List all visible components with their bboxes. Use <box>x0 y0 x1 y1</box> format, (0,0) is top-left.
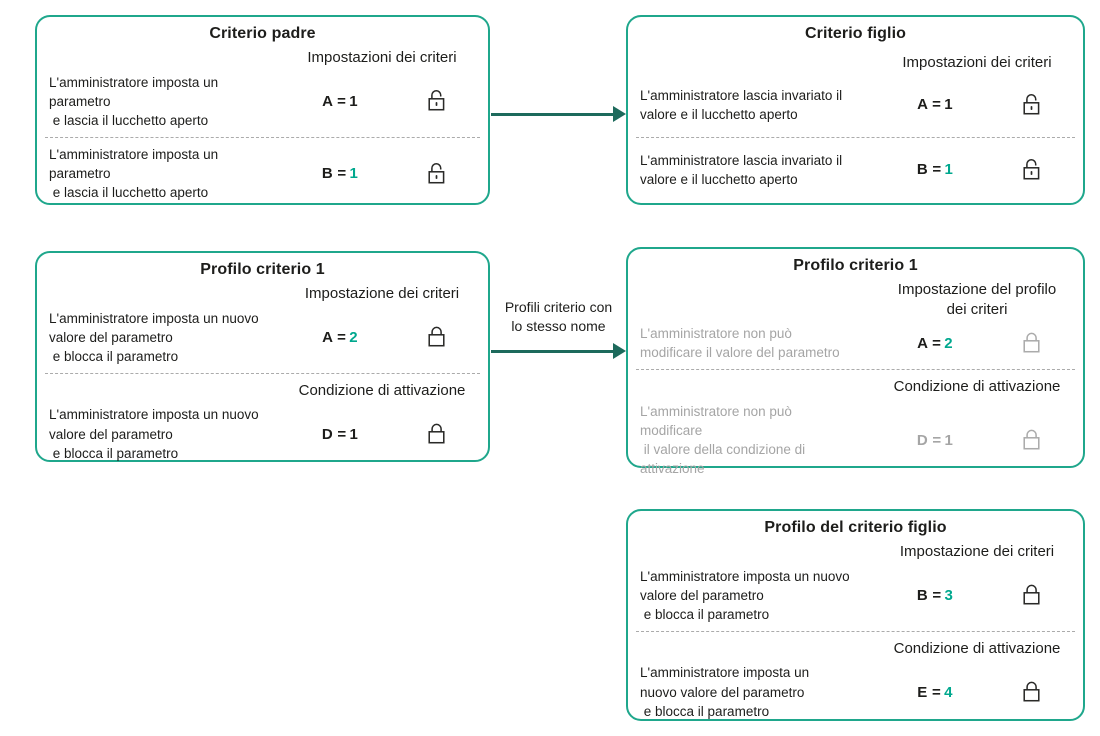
same-name-profiles-arrow <box>491 343 626 359</box>
parameter-number: 1 <box>349 92 358 110</box>
row-divider <box>45 372 480 374</box>
row-description: L'amministratore imposta un nuovo valore… <box>49 310 259 364</box>
child-policy-box: Criterio figlio Impostazioni dei criteri… <box>626 15 1085 205</box>
parameter-name: A = <box>322 92 347 110</box>
activation-condition-label: Condizione di attivazione <box>893 378 1061 396</box>
child-policy-profile-1-box: Profilo criterio 1 Impostazione del prof… <box>626 247 1085 476</box>
open-lock-icon <box>1020 92 1043 118</box>
child-policy-grid: Impostazioni dei criteri L'amministrator… <box>636 45 1075 198</box>
parameter-name: B = <box>916 586 942 604</box>
child-policy-profile-1-grid: Impostazione del profilo dei criteri L'a… <box>636 277 1075 481</box>
parent-policy-title: Criterio padre <box>209 25 316 42</box>
arrow-shaft <box>491 112 613 116</box>
row-divider <box>636 369 1075 371</box>
activation-condition-label: Condizione di attivazione <box>298 381 466 399</box>
parameter-number: 1 <box>349 425 359 443</box>
middle-arrow-label: Profili criterio con lo stesso nome <box>504 299 613 334</box>
parameter-name: B = <box>321 165 347 183</box>
parameter-value: D =1 <box>288 426 392 443</box>
row-description: L'amministratore non può modificare il v… <box>640 403 806 477</box>
arrow-head <box>613 106 626 122</box>
open-lock-icon <box>1020 157 1043 183</box>
policy-settings-label: Impostazioni dei criteri <box>307 49 457 66</box>
row-divider <box>45 136 480 138</box>
closed-lock-icon <box>1020 582 1043 608</box>
parameter-value: A =2 <box>288 329 392 346</box>
parameter-value: B =1 <box>883 161 987 178</box>
row-description: L'amministratore imposta un parametro e … <box>49 146 219 201</box>
parameter-number: 1 <box>944 431 954 449</box>
parameter-value: A =2 <box>883 335 987 352</box>
row-divider <box>636 136 1075 138</box>
parameter-value: E =4 <box>883 684 987 701</box>
parameter-value: D =1 <box>883 432 987 449</box>
row-description: L'amministratore imposta un nuovo valore… <box>49 407 259 461</box>
parent-policy-grid: Impostazioni dei criteri L'amministrator… <box>45 45 480 205</box>
policy-settings-label: Impostazione dei criteri <box>304 285 460 302</box>
policy-settings-label: Impostazioni dei criteri <box>902 54 1052 71</box>
row-divider <box>636 630 1075 632</box>
parameter-number: 1 <box>944 96 953 114</box>
row-description: L'amministratore imposta un parametro e … <box>49 74 219 128</box>
parameter-name: D = <box>321 425 347 443</box>
parameter-name: A = <box>322 328 347 346</box>
policy-profile-settings-label: Impostazione del profilo dei criteri <box>897 281 1057 318</box>
closed-lock-icon <box>1020 330 1043 356</box>
child-policy-profile-title: Profilo del criterio figlio <box>764 519 947 536</box>
parameter-number: 1 <box>349 165 359 183</box>
child-policy-title: Criterio figlio <box>804 25 907 42</box>
arrow-shaft <box>491 349 613 353</box>
arrow-head <box>613 343 626 359</box>
parent-policy-box: Criterio padre Impostazioni dei criteri … <box>35 15 490 205</box>
open-lock-icon <box>425 88 448 114</box>
child-policy-profile-1-title: Profilo criterio 1 <box>793 257 918 274</box>
row-description: L'amministratore lascia invariato il val… <box>640 87 843 122</box>
row-description: L'amministratore non può modificare il v… <box>640 326 840 361</box>
parameter-name: A = <box>917 96 942 114</box>
parameter-name: D = <box>916 431 942 449</box>
parameter-number: 3 <box>944 586 954 604</box>
parameter-value: B =3 <box>883 587 987 604</box>
parameter-number: 2 <box>944 334 953 352</box>
parameter-value: A =1 <box>883 96 987 113</box>
closed-lock-icon <box>425 421 448 447</box>
closed-lock-icon <box>1020 679 1043 705</box>
open-lock-icon <box>425 161 448 187</box>
parameter-value: A =1 <box>288 93 392 110</box>
policy-profile-1-title: Profilo criterio 1 <box>200 261 325 278</box>
parameter-name: E = <box>917 683 942 701</box>
policy-profile-1-box: Profilo criterio 1 Impostazione dei crit… <box>35 251 490 462</box>
row-description: L'amministratore imposta un nuovo valore… <box>640 568 850 622</box>
child-policy-profile-box: Profilo del criterio figlio Impostazione… <box>626 509 1085 721</box>
parameter-name: B = <box>916 161 942 179</box>
parameter-number: 4 <box>944 683 953 701</box>
policy-profile-1-grid: Impostazione dei criteri L'amministrator… <box>45 281 480 466</box>
parameter-number: 1 <box>944 161 954 179</box>
inheritance-arrow <box>491 106 626 122</box>
parameter-name: A = <box>917 334 942 352</box>
row-description: L'amministratore imposta un nuovo valore… <box>640 665 810 719</box>
closed-lock-icon <box>1020 427 1043 453</box>
activation-condition-label: Condizione di attivazione <box>893 639 1061 657</box>
policy-settings-label: Impostazione dei criteri <box>899 543 1055 560</box>
child-policy-profile-grid: Impostazione dei criteri L'amministrator… <box>636 539 1075 724</box>
parameter-value: B =1 <box>288 165 392 182</box>
row-description: L'amministratore lascia invariato il val… <box>640 152 843 187</box>
closed-lock-icon <box>425 324 448 350</box>
parameter-number: 2 <box>349 328 358 346</box>
